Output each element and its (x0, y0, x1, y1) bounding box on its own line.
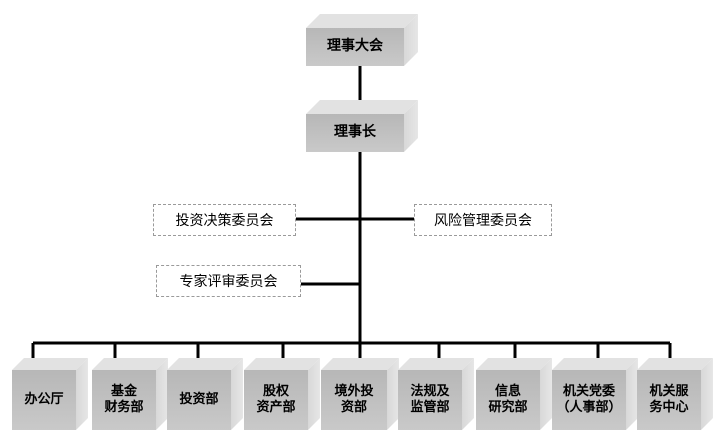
department-box-general-office: 办公厅 (12, 358, 88, 430)
department-box-party-committee-hr: 机关党委 （人事部） (552, 358, 638, 430)
department-box-equity-assets: 股权 资产部 (244, 358, 320, 430)
department-label: 办公厅 (12, 370, 76, 430)
department-label: 机关党委 （人事部） (552, 370, 626, 430)
department-label: 股权 资产部 (244, 370, 308, 430)
department-box-fund-finance: 基金 财务部 (92, 358, 168, 430)
chairman-label: 理事长 (306, 114, 404, 152)
investment-committee-box: 投资决策委员会 (153, 204, 296, 236)
department-box-investment-dept: 投资部 (167, 358, 243, 430)
department-box-overseas-investment: 境外投 资部 (321, 358, 399, 430)
department-box-service-center: 机关服 务中心 (637, 358, 713, 430)
department-label: 信息 研究部 (476, 370, 540, 430)
chairman-box: 理事长 (306, 100, 418, 152)
department-box-info-research: 信息 研究部 (476, 358, 552, 430)
department-label: 基金 财务部 (92, 370, 156, 430)
expert-committee-box: 专家评审委员会 (156, 265, 301, 297)
expert-committee-label: 专家评审委员会 (179, 274, 278, 290)
risk-committee-box: 风险管理委员会 (414, 204, 552, 236)
risk-committee-label: 风险管理委员会 (434, 213, 532, 229)
assembly-label: 理事大会 (306, 28, 404, 66)
department-box-legal-supervision: 法规及 监管部 (398, 358, 474, 430)
department-label: 法规及 监管部 (398, 370, 462, 430)
department-label: 境外投 资部 (321, 370, 387, 430)
department-label: 机关服 务中心 (637, 370, 701, 430)
assembly-box: 理事大会 (306, 14, 418, 66)
investment-committee-label: 投资决策委员会 (175, 213, 274, 229)
department-label: 投资部 (167, 370, 231, 430)
